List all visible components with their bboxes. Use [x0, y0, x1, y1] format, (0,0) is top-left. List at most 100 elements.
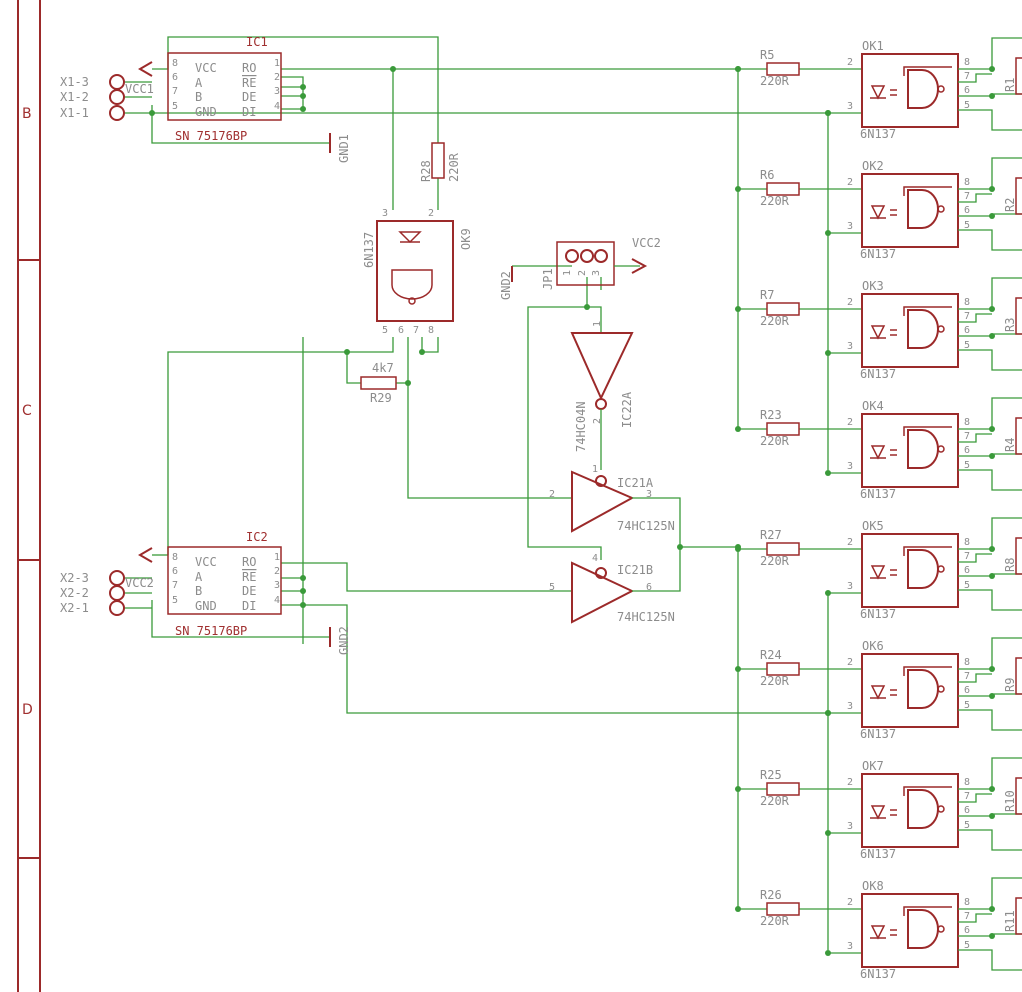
opto-pin-3: 3: [847, 941, 853, 952]
ic1-transceiver: IC1 SN 75176BP VCC A B GND RO RE DE DI 8…: [138, 35, 282, 143]
frame-row-b: B: [22, 106, 32, 122]
opto-name: OK2: [862, 159, 884, 173]
opto-output-resistor-name: R11: [1003, 910, 1017, 932]
optocoupler-column: R5220ROK16N137238765R1R6220ROK26N1372387…: [735, 37, 1022, 981]
opto-output-resistor-name: R9: [1003, 678, 1017, 692]
opto-pin-8: 8: [964, 897, 970, 908]
ok9-pin-8: 8: [428, 325, 434, 336]
ic21b-pin-5: 5: [549, 582, 555, 593]
opto-input-resistor-name: R26: [760, 888, 782, 902]
ic21b-buffer: IC21B 74HC125N 4 5 6: [549, 553, 675, 624]
ic22a-value: 74HC04N: [574, 401, 588, 452]
opto-input-resistor-name: R24: [760, 648, 782, 662]
opto-pin-7: 7: [964, 551, 970, 562]
opto-value: 6N137: [860, 487, 896, 501]
ic2-num-1: 1: [274, 552, 280, 563]
opto-name: OK3: [862, 279, 884, 293]
ok9-pin-5: 5: [382, 325, 388, 336]
ic2-pin-de: DE: [242, 584, 256, 598]
opto-pin-2: 2: [847, 57, 853, 68]
opto-pin-3: 3: [847, 461, 853, 472]
ic1-num-8: 8: [172, 58, 178, 69]
ic21b-pin-4: 4: [592, 553, 598, 564]
ic1-num-4: 4: [274, 101, 280, 112]
ic22a-inverter: 74HC04N IC22A 1 2: [570, 321, 634, 452]
opto-pin-6: 6: [964, 925, 970, 936]
ok9-pin-3: 3: [382, 208, 388, 219]
ic1-name: IC1: [246, 35, 268, 49]
opto-pin-5: 5: [964, 340, 970, 351]
opto-output-resistor-name: R1: [1003, 78, 1017, 92]
opto-input-resistor-name: R25: [760, 768, 782, 782]
opto-value: 6N137: [860, 247, 896, 261]
ic1-num-7: 7: [172, 86, 178, 97]
opto-name: OK5: [862, 519, 884, 533]
opto-pin-7: 7: [964, 71, 970, 82]
jp1-pin-1: 1: [562, 270, 573, 276]
gnd2-label: GND2: [337, 626, 351, 655]
opto-name: OK8: [862, 879, 884, 893]
opto-pin-2: 2: [847, 777, 853, 788]
ic2-num-4: 4: [274, 595, 280, 606]
opto-pin-3: 3: [847, 341, 853, 352]
opto-pin-2: 2: [847, 657, 853, 668]
ic2-num-8: 8: [172, 552, 178, 563]
ok9-pin-2: 2: [428, 208, 434, 219]
opto-value: 6N137: [860, 607, 896, 621]
opto-pin-2: 2: [847, 177, 853, 188]
ic21a-name: IC21A: [617, 476, 654, 490]
r29-name: R29: [370, 391, 392, 405]
opto-pin-8: 8: [964, 57, 970, 68]
ic21b-name: IC21B: [617, 563, 653, 577]
opto-input-resistor-name: R27: [760, 528, 782, 542]
opto-name: OK7: [862, 759, 884, 773]
r28-name: R28: [419, 160, 433, 182]
opto-pin-3: 3: [847, 101, 853, 112]
opto-pin-7: 7: [964, 791, 970, 802]
ic1-pin-re: RE: [242, 76, 256, 90]
opto-output-resistor-name: R10: [1003, 790, 1017, 812]
opto-pin-8: 8: [964, 777, 970, 788]
ic2-num-7: 7: [172, 580, 178, 591]
opto-output-resistor-name: R3: [1003, 318, 1017, 332]
opto-pin-5: 5: [964, 460, 970, 471]
x1-3-label: X1-3: [60, 75, 89, 89]
opto-pin-7: 7: [964, 911, 970, 922]
ic1-pin-b: B: [195, 90, 202, 104]
vcc1-label: VCC1: [125, 82, 154, 96]
ic1-pin-de: DE: [242, 90, 256, 104]
ic1-pin-a: A: [195, 76, 203, 90]
frame-row-d: D: [22, 702, 33, 718]
r28-value: 220R: [447, 152, 461, 182]
opto-value: 6N137: [860, 967, 896, 981]
opto-input-resistor-value: 220R: [760, 674, 790, 688]
ic2-num-5: 5: [172, 595, 178, 606]
opto-output-resistor-name: R8: [1003, 558, 1017, 572]
jp1-name: JP1: [541, 268, 555, 290]
opto-pin-5: 5: [964, 100, 970, 111]
ic22a-name: IC22A: [620, 391, 634, 428]
ic2-pin-gnd: GND: [195, 599, 217, 613]
opto-pin-5: 5: [964, 580, 970, 591]
opto-pin-3: 3: [847, 701, 853, 712]
opto-pin-7: 7: [964, 671, 970, 682]
ic22a-pin-2: 2: [592, 418, 603, 424]
opto-input-resistor-value: 220R: [760, 794, 790, 808]
opto-pin-5: 5: [964, 940, 970, 951]
ic1-pin-ro: RO: [242, 61, 256, 75]
resistor-r28: R28 220R: [419, 142, 461, 182]
ic1-value: SN 75176BP: [175, 129, 247, 143]
ok9-pin-7: 7: [413, 325, 419, 336]
frame-row-c: C: [22, 403, 32, 419]
opto-input-resistor-value: 220R: [760, 194, 790, 208]
opto-input-resistor-value: 220R: [760, 74, 790, 88]
opto-input-resistor-value: 220R: [760, 434, 790, 448]
opto-pin-7: 7: [964, 311, 970, 322]
opto-pin-3: 3: [847, 821, 853, 832]
opto-pin-6: 6: [964, 685, 970, 696]
